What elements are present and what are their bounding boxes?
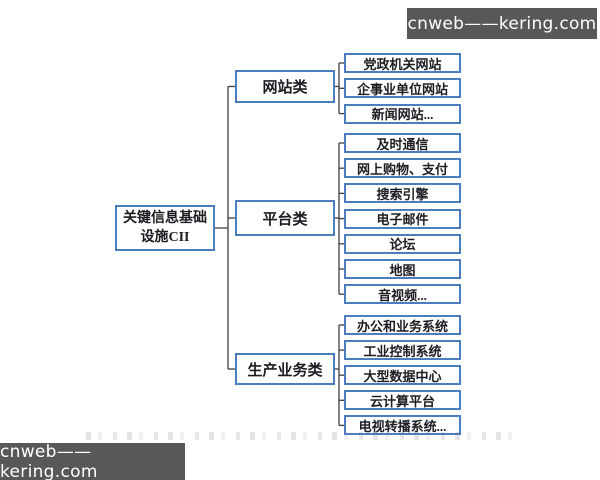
root-box-label-line: 设施CII (140, 230, 190, 245)
child-box-label: 企事业单位网站 (356, 81, 448, 97)
branch-box-platform: 平台类 (235, 200, 335, 236)
child-box-label: 云计算平台 (369, 393, 435, 409)
child-box-label: 搜索引擎 (376, 186, 429, 202)
child-box-label: 音视频... (378, 287, 427, 303)
child-box-label: 办公和业务系统 (356, 318, 448, 334)
watermark-top-right-text: cnweb——kering.com (407, 13, 597, 34)
child-box: 电视转播系统... (344, 415, 461, 436)
child-box-label: 及时通信 (376, 136, 429, 152)
watermark-bottom-left-text: cnweb——kering.com (0, 441, 98, 480)
child-box: 搜索引擎 (344, 183, 461, 204)
faded-caption-remnant (86, 432, 518, 440)
child-box-label: 论坛 (389, 237, 416, 253)
child-box: 云计算平台 (344, 390, 461, 411)
watermark-bottom-left: cnweb——kering.com (0, 441, 185, 480)
child-box: 党政机关网站 (344, 53, 461, 73)
child-box: 地图 (344, 259, 461, 279)
child-box: 办公和业务系统 (344, 315, 461, 335)
root-box-label-line: 关键信息基础 (123, 211, 207, 226)
branch-box-production-label: 生产业务类 (247, 362, 323, 379)
root-box: 关键信息基础设施CII (115, 205, 215, 251)
child-box: 新闻网站... (344, 103, 461, 124)
branch-box-website-label: 网站类 (262, 80, 308, 96)
child-box-label: 新闻网站... (371, 107, 434, 123)
child-box: 工业控制系统 (344, 340, 461, 361)
child-box: 大型数据中心 (344, 365, 461, 386)
child-box-label: 党政机关网站 (363, 56, 442, 72)
branch-box-website: 网站类 (235, 70, 335, 103)
child-box-label: 电视转播系统... (358, 418, 447, 434)
child-box-label: 大型数据中心 (363, 368, 442, 384)
child-box: 及时通信 (344, 133, 461, 153)
child-box-label: 地图 (389, 262, 416, 278)
child-box-label: 网上购物、支付 (356, 161, 448, 177)
child-box-label: 电子邮件 (376, 212, 429, 228)
branch-box-production: 生产业务类 (235, 353, 335, 385)
child-box: 网上购物、支付 (344, 158, 461, 179)
child-box: 论坛 (344, 233, 461, 254)
child-box: 电子邮件 (344, 208, 461, 229)
watermark-top-right: cnweb——kering.com (407, 8, 597, 39)
child-box-label: 工业控制系统 (363, 343, 442, 359)
branch-box-platform-label: 平台类 (262, 211, 308, 228)
child-box: 音视频... (344, 284, 461, 305)
child-box: 企事业单位网站 (344, 78, 461, 99)
